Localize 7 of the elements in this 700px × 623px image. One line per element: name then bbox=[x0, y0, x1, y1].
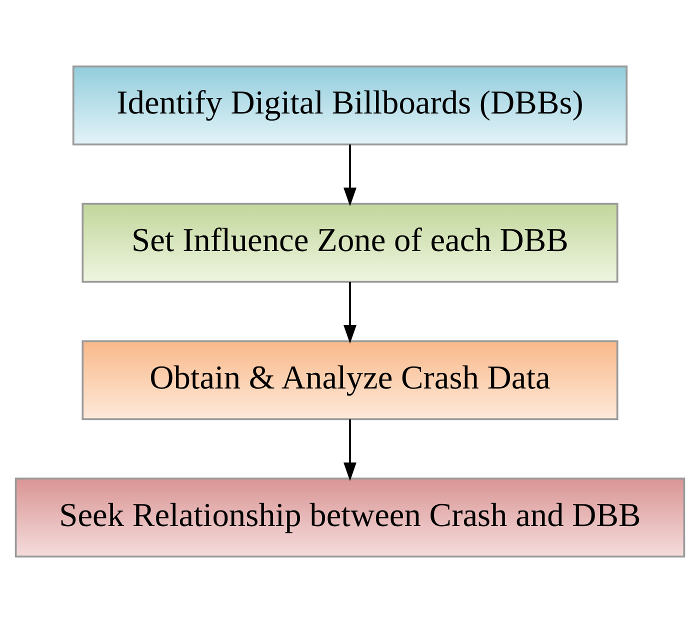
node-box: Seek Relationship between Crash and DBB bbox=[14, 478, 686, 558]
arrow bbox=[344, 419, 356, 482]
node-box: Obtain & Analyze Crash Data bbox=[82, 340, 618, 420]
arrow bbox=[344, 144, 356, 206]
arrow bbox=[344, 282, 356, 344]
node-box: Set Influence Zone of each DBB bbox=[82, 202, 618, 283]
node-box: Identify Digital Billboards (DBBs) bbox=[72, 66, 628, 146]
